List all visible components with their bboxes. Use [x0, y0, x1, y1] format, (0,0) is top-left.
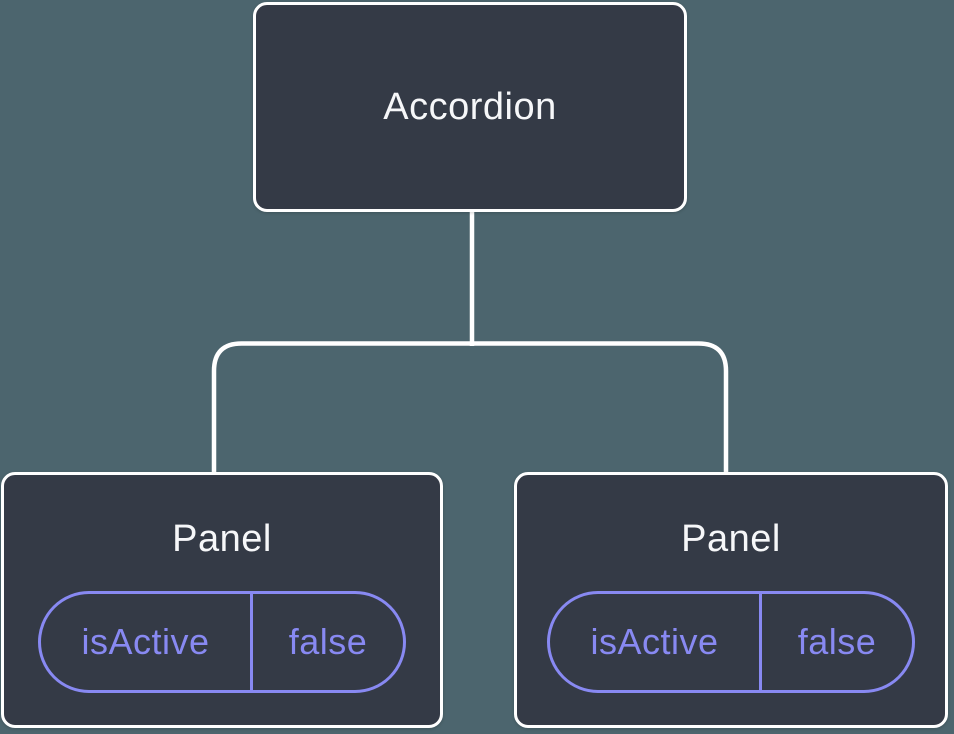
panel-left-prop-pill: isActive false	[38, 591, 406, 693]
prop-value: false	[288, 621, 368, 662]
accordion-node-label: Accordion	[383, 86, 557, 128]
connector-branch	[211, 341, 729, 473]
tree-node-panel-left: Panel isActive false	[1, 472, 443, 728]
tree-node-panel-right: Panel isActive false	[514, 472, 948, 728]
prop-name: isActive	[41, 594, 253, 690]
panel-left-label: Panel	[172, 518, 272, 560]
prop-name: isActive	[550, 594, 762, 690]
panel-right-label: Panel	[681, 518, 781, 560]
prop-value: false	[797, 621, 877, 662]
tree-node-accordion: Accordion	[253, 2, 687, 212]
panel-right-prop-pill: isActive false	[547, 591, 915, 693]
